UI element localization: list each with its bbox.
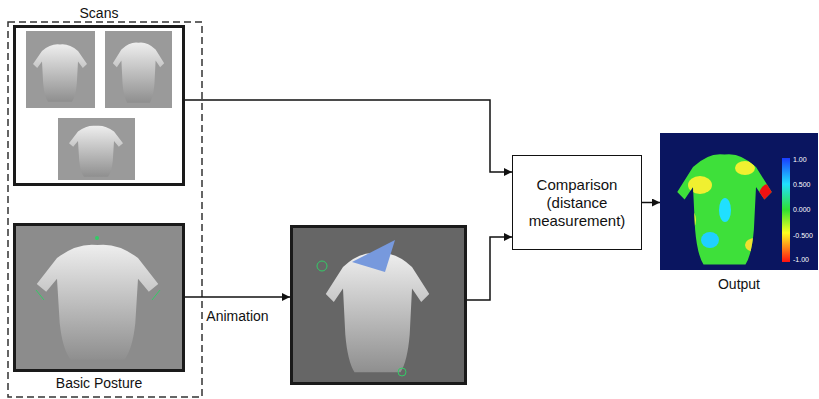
scan-thumbnails <box>16 28 182 183</box>
scan-image-box: Scans <box>13 25 185 186</box>
colorbar-tick: -1.00 <box>793 256 809 264</box>
heatmap-output <box>660 133 818 270</box>
animated-image-box <box>290 225 467 385</box>
node-label: Basic Posture <box>16 375 182 391</box>
flow-arrow <box>467 237 512 300</box>
output-image-box: Output <box>660 133 818 270</box>
process-box: Comparison (distance measurement) <box>512 155 642 250</box>
animated-model <box>293 228 464 382</box>
basic-posture-model <box>16 226 182 369</box>
dashed-group <box>8 22 202 397</box>
posture-image-box: Basic Posture <box>13 223 185 372</box>
colorbar-tick: 0.000 <box>793 206 811 214</box>
edge-label: Animation <box>204 308 270 324</box>
node-label: Scans <box>16 5 182 21</box>
flow-arrow <box>185 100 512 172</box>
flow-arrow <box>642 202 660 204</box>
colorbar-tick: -0.500 <box>793 232 813 240</box>
colorbar-tick: 0.500 <box>793 181 811 189</box>
node-label: Output <box>660 276 818 292</box>
colorbar-tick: 1.00 <box>793 156 807 164</box>
color-bar <box>782 158 790 262</box>
node-label: Comparison (distance measurement) <box>513 176 641 230</box>
flow-arrow <box>185 296 290 298</box>
